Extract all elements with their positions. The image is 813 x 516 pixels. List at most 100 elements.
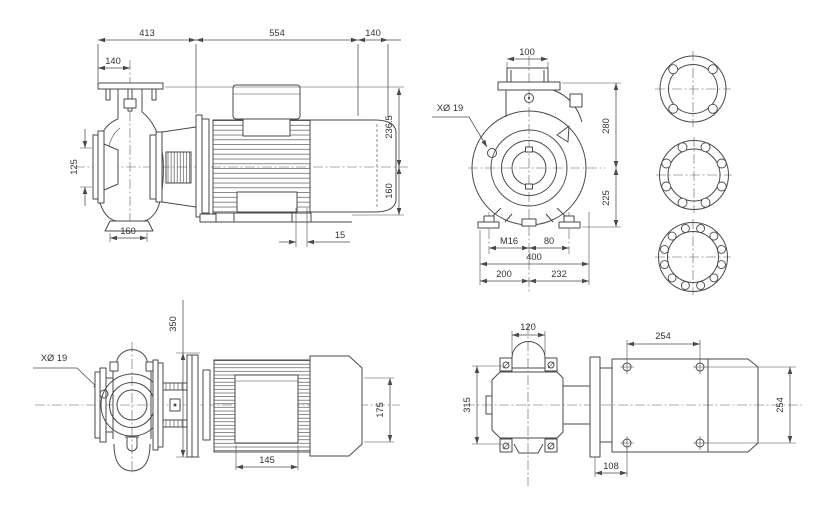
- dim-base-width: 160: [120, 226, 136, 236]
- dimension-discharge-od: 120: [511, 322, 546, 354]
- bolt-hole: [707, 64, 718, 75]
- pump-volute: [92, 89, 164, 232]
- terminal-box-top: [234, 374, 299, 444]
- flange-detail-views: [655, 51, 732, 295]
- pump-top-body: [94, 349, 199, 472]
- bolt-hole: [696, 281, 706, 290]
- dim-suction-port: 125: [69, 159, 79, 175]
- drain-plug: [521, 218, 537, 227]
- coupling-guard: [165, 151, 192, 184]
- bolt-hole: [700, 142, 711, 153]
- dim-top-to-axis: 280: [601, 118, 611, 134]
- dimension-bolt-pitch-long: 254: [626, 331, 701, 360]
- bolt-hole: [700, 197, 711, 208]
- discharge-dome: [509, 341, 548, 369]
- dim-discharge-od: 120: [520, 322, 536, 332]
- left-foot: [477, 221, 500, 229]
- flange-12-hole: [655, 219, 731, 295]
- pump-plan-body: [485, 341, 759, 458]
- bolt-hole: [668, 64, 679, 75]
- dim-foot-span: 400: [526, 252, 542, 262]
- suction-flange: [97, 130, 105, 204]
- motor-top: [202, 355, 363, 457]
- dim-bolt-pitch-long: 254: [655, 331, 671, 341]
- bolt-hole: [660, 260, 669, 270]
- discharge-flange: [97, 82, 164, 112]
- dimension-heights: 236.5 160: [165, 86, 404, 216]
- plan-view: 120 254 315 254 108: [462, 322, 802, 486]
- rotation-arrow-icon: [556, 125, 570, 143]
- top-view: XØ 19: [33, 300, 400, 474]
- bolt-hole: [677, 197, 688, 208]
- dim-port-span: 315: [462, 397, 472, 413]
- dim-axis-to-foot: 225: [601, 190, 611, 206]
- dim-motor-depth: 175: [375, 402, 385, 418]
- bolt-hole: [680, 224, 690, 233]
- stool-plate: [589, 356, 601, 458]
- dimension-anchor-bolts: M16 80: [489, 236, 569, 251]
- bolt-hole: [717, 260, 726, 270]
- suction-flange-top: [99, 367, 107, 443]
- dimension-plate-to-hole: 108: [594, 448, 628, 477]
- dim-axis-to-right: 232: [551, 269, 567, 279]
- dim-height-above-axis: 236.5: [384, 115, 394, 138]
- right-foot: [558, 221, 581, 229]
- motor-foot: [215, 212, 235, 223]
- dimension-motor-depth: 175: [364, 377, 394, 443]
- bolt-hole: [716, 158, 727, 169]
- dim-flange-offset: 140: [105, 56, 121, 66]
- fan-cover: [310, 119, 397, 213]
- dimension-front-heights: 280 225: [562, 82, 621, 228]
- flange-bolt-hole: [487, 148, 497, 158]
- dim-anchor-thread: M16: [500, 236, 518, 246]
- casing-outline: [491, 371, 564, 439]
- bearing-bracket: [149, 114, 221, 223]
- dimension-stool-height: 350: [168, 300, 200, 458]
- lower-lobe: [113, 443, 151, 472]
- flange-8-hole: [656, 137, 732, 213]
- vent-hole: [524, 93, 534, 103]
- base-bolt-holes: [620, 360, 707, 450]
- dimension-discharge-port: 100: [506, 47, 549, 68]
- dimension-terminal-box: 145: [235, 445, 299, 470]
- bolt-hole: [677, 142, 688, 153]
- upper-lobe: [116, 349, 148, 366]
- motor-flange: [195, 114, 203, 218]
- dimension-suction-port: 125: [69, 129, 92, 206]
- motor-side: [205, 84, 397, 223]
- bolt-hole: [661, 158, 672, 169]
- dim-foot-bolt-inset: 15: [335, 230, 345, 240]
- side-elevation-view: 413 554 140 140: [69, 28, 409, 247]
- bolt-hole-callout: XØ 19: [33, 353, 101, 391]
- bolt-hole: [696, 224, 706, 233]
- dimension-base-width: 160: [109, 226, 148, 242]
- bolt-hole: [661, 181, 672, 192]
- dimension-flange-offset: 140: [98, 56, 130, 71]
- bolt-hole: [668, 103, 679, 114]
- volute-base: [104, 220, 154, 232]
- dim-motor-length: 554: [269, 28, 285, 38]
- dimension-foot-span: 400 200 232: [479, 212, 590, 285]
- fan-cover-top: [309, 355, 363, 457]
- dim-stool-height: 350: [168, 316, 178, 332]
- bolt-hole: [680, 281, 690, 290]
- dim-pump-length: 413: [139, 28, 155, 38]
- front-elevation-view: XØ 19 100 280 225 M16 80: [432, 47, 621, 292]
- bolt-hole: [667, 273, 677, 283]
- bolt-hole-note: XØ 19: [41, 353, 67, 363]
- bolt-hole: [717, 244, 726, 254]
- flange-4-hole: [655, 51, 731, 127]
- bolt-hole: [709, 273, 719, 283]
- dimension-chain-top: 413 554 140: [97, 28, 401, 118]
- dim-axis-to-left: 200: [496, 269, 512, 279]
- terminal-box: [232, 84, 301, 120]
- motor-base-outline: [611, 358, 759, 453]
- dim-bolt-pitch-wide: 254: [775, 397, 785, 413]
- dimension-port-span: 315: [462, 365, 502, 445]
- bolt-hole: [716, 181, 727, 192]
- flange-bolt-hole: [99, 389, 109, 399]
- drive-stool-plate: [186, 354, 193, 458]
- bolt-hole-callout: XØ 19: [432, 103, 488, 148]
